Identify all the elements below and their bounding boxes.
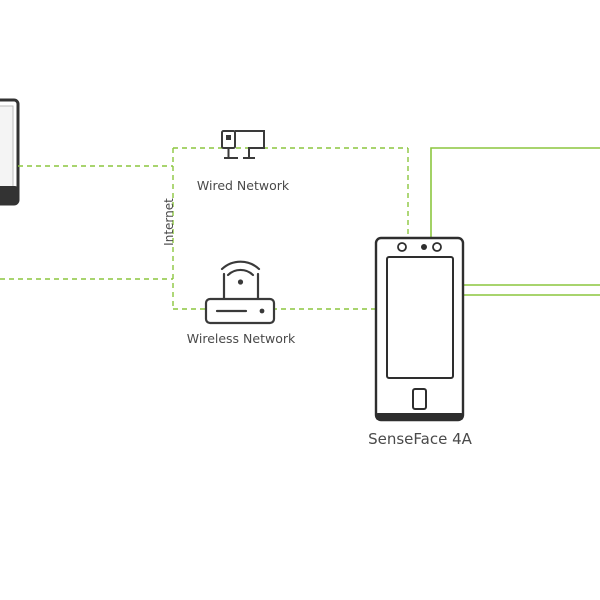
fingerprint-sensor-icon (412, 388, 427, 410)
internet-label: Internet (162, 198, 176, 246)
internet-connections (0, 147, 409, 310)
terminal-screen (386, 256, 454, 379)
device-label: SenseFace 4A (368, 430, 473, 448)
upper-device-line (430, 147, 600, 278)
wired-network-label: Wired Network (197, 178, 290, 193)
face-recognition-terminal-icon (374, 236, 465, 422)
computer-monitor-icon (0, 98, 20, 206)
wifi-router-icon (204, 260, 276, 325)
wireless-network-label: Wireless Network (187, 331, 296, 346)
device-connections (430, 147, 600, 296)
wired-network-icon (221, 130, 265, 159)
